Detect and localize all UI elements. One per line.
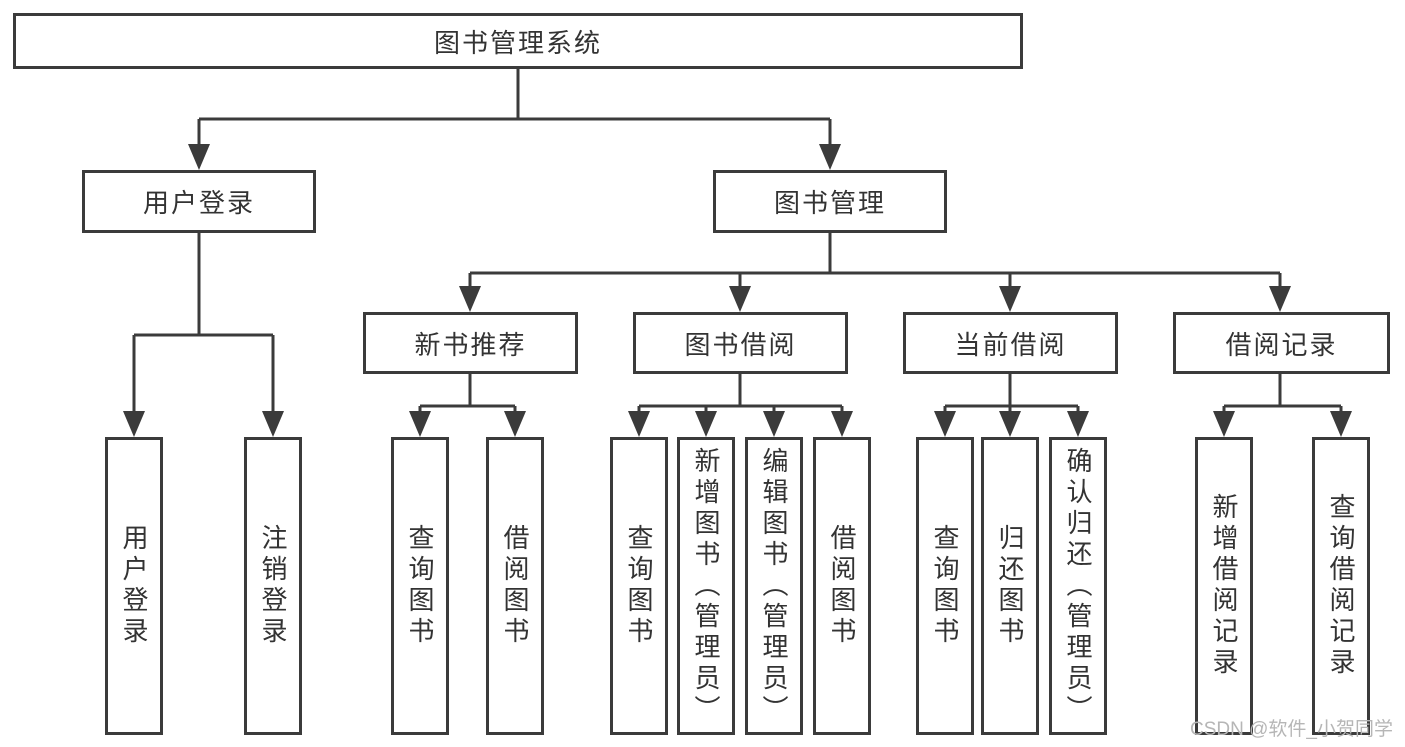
node-user-login-group: 用户登录 <box>82 170 316 233</box>
node-query-books-recommend: 查询图书 <box>391 437 449 735</box>
node-borrow-books-recommend: 借阅图书 <box>486 437 544 735</box>
node-current-borrow: 当前借阅 <box>903 312 1118 374</box>
node-query-borrow-record: 查询借阅记录 <box>1312 437 1370 735</box>
node-user-login: 用户登录 <box>105 437 163 735</box>
node-book-borrow: 图书借阅 <box>633 312 848 374</box>
node-add-borrow-record: 新增借阅记录 <box>1195 437 1253 735</box>
arrowhead-icons <box>123 144 1352 437</box>
node-borrow-records: 借阅记录 <box>1173 312 1390 374</box>
node-borrow-books-borrow: 借阅图书 <box>813 437 871 735</box>
node-query-books-borrow: 查询图书 <box>610 437 668 735</box>
node-library-management-system: 图书管理系统 <box>13 13 1023 69</box>
node-logout-login: 注销登录 <box>244 437 302 735</box>
node-book-management: 图书管理 <box>713 170 947 233</box>
node-new-book-recommend: 新书推荐 <box>363 312 578 374</box>
node-add-books-admin: 新增图书（管理员） <box>677 437 735 735</box>
node-confirm-return-admin: 确认归还（管理员） <box>1049 437 1107 735</box>
node-return-books: 归还图书 <box>981 437 1039 735</box>
node-edit-books-admin: 编辑图书（管理员） <box>745 437 803 735</box>
node-query-books-current: 查询图书 <box>916 437 974 735</box>
watermark: CSDN @软件_小贺同学 <box>1190 719 1393 740</box>
